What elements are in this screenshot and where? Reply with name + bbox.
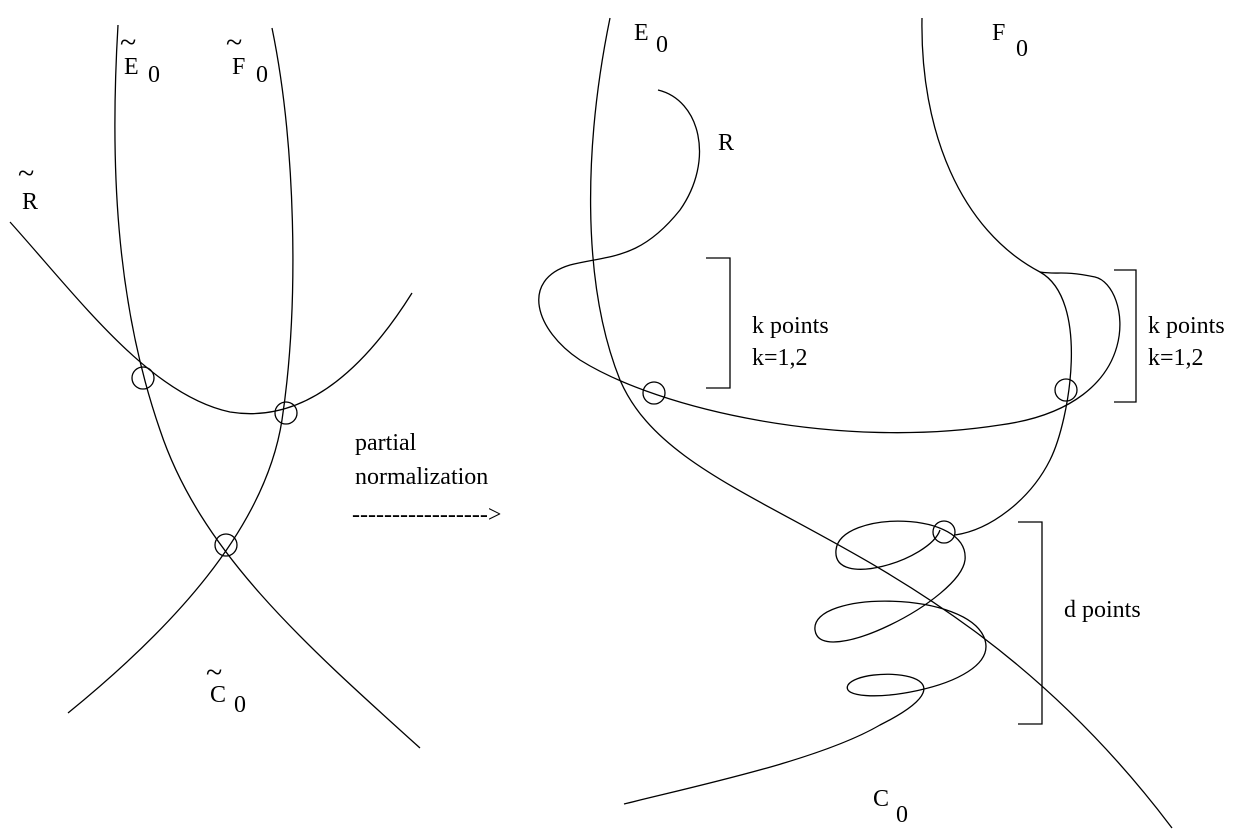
- right-curve-e: [589, 17, 1173, 829]
- left-e-tilde: ~: [120, 26, 136, 59]
- left-intersection-ef: [214, 533, 238, 557]
- bracket-d: [1018, 521, 1043, 725]
- left-f-subscript: 0: [256, 62, 268, 88]
- left-e-subscript: 0: [148, 62, 160, 88]
- arrow-dashes: ----------------->: [352, 502, 501, 528]
- left-intersection-fr: [274, 401, 298, 425]
- left-figure: ~ E 0 ~ F 0 ~ R ~ C 0: [9, 24, 421, 749]
- arrow-text-partial: partial: [355, 430, 417, 456]
- right-curve-r: [538, 89, 1121, 434]
- left-c-tilde: ~: [206, 656, 222, 689]
- right-curve-f: [921, 17, 1073, 536]
- left-e-label: E: [124, 54, 139, 80]
- right-c-subscript: 0: [896, 802, 908, 828]
- right-r-label: R: [718, 130, 734, 156]
- right-e-subscript: 0: [656, 32, 668, 58]
- normalization-arrow: partial normalization ----------------->: [352, 430, 501, 528]
- left-intersection-er: [131, 366, 155, 390]
- bracket-d-line1: d points: [1064, 597, 1141, 623]
- left-curve-e: [114, 24, 421, 749]
- left-f-tilde: ~: [226, 26, 242, 59]
- bracket-left-k-line1: k points: [752, 313, 829, 339]
- right-curve-c: [623, 520, 987, 805]
- bracket-right-k-line2: k=1,2: [1148, 345, 1204, 371]
- bracket-left-k: [706, 257, 731, 389]
- arrow-text-normalization: normalization: [355, 464, 488, 490]
- left-c-label: C: [210, 682, 226, 708]
- right-c-label: C: [873, 786, 889, 812]
- right-f-subscript: 0: [1016, 36, 1028, 62]
- left-curve-r: [9, 221, 413, 415]
- bracket-right-k-line1: k points: [1148, 313, 1225, 339]
- left-c-subscript: 0: [234, 692, 246, 718]
- left-f-label: F: [232, 54, 245, 80]
- bracket-right-k: [1114, 269, 1137, 403]
- right-intersection-ef: [932, 520, 956, 544]
- left-r-label: R: [22, 189, 38, 215]
- right-intersection-er: [642, 381, 666, 405]
- right-figure: E 0 F 0 R C 0 k points k=1,2 k points k=…: [538, 17, 1225, 829]
- right-f-label: F: [992, 20, 1005, 46]
- left-curve-f: [67, 27, 294, 714]
- right-intersection-fr: [1054, 378, 1078, 402]
- right-e-label: E: [634, 20, 649, 46]
- bracket-left-k-line2: k=1,2: [752, 345, 808, 371]
- left-r-tilde: ~: [18, 157, 34, 190]
